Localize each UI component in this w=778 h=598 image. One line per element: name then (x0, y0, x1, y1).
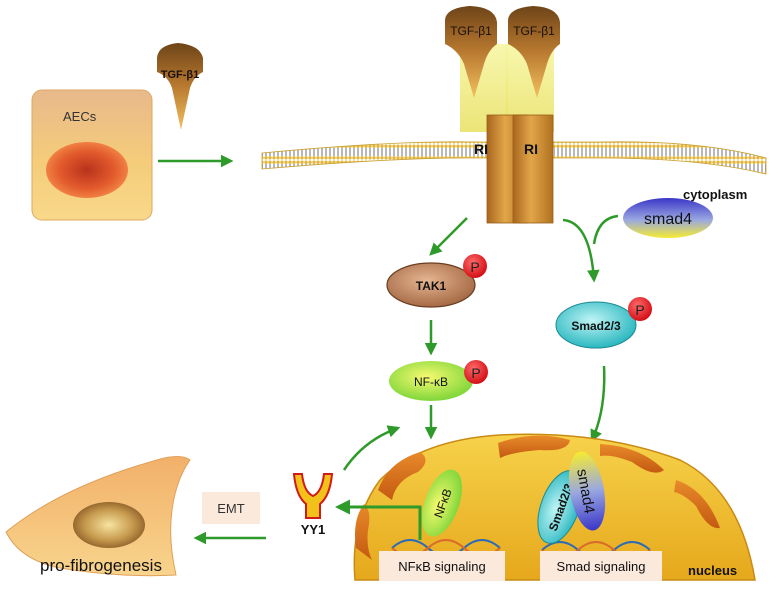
tak1-protein: TAK1 (386, 262, 476, 308)
aec-nucleus (46, 142, 128, 198)
arrow-smad4-branch (592, 214, 619, 245)
arrow-yy1-to-nfkb (342, 425, 401, 471)
phospho-tak1: P (463, 254, 487, 278)
nucleus-lobe-2 (498, 435, 570, 458)
tgf-receptor-complex: TGF-β1 TGF-β1 RI RI (444, 6, 560, 224)
smad23-protein: Smad2/3 (555, 301, 637, 349)
nucleus-lobe-3 (600, 444, 664, 473)
arrow-nfkb-to-yy1 (335, 499, 422, 540)
yy1-label: YY1 (301, 522, 326, 537)
nfkb-protein: NF-κB (389, 361, 473, 401)
pro-fibrogenesis-label: pro-fibrogenesis (40, 556, 162, 575)
nfkb-signaling-label: NFκB signaling (398, 559, 485, 574)
ri-left-label: RI (474, 141, 488, 157)
arrow-smad23-to-nucleus (590, 365, 606, 443)
aec-cell: AECs (31, 89, 153, 221)
tak1-label: TAK1 (416, 279, 447, 293)
fibroblast-cell: pro-fibrogenesis (5, 456, 191, 577)
smad-signaling-box: Smad signaling (540, 551, 662, 581)
fibroblast-nucleus (73, 502, 145, 548)
smad4-nuclear-protein: smad4 (568, 451, 606, 531)
nfkb-nuclear-protein: NFκB (422, 469, 462, 537)
nfkb-signaling-box: NFκB signaling (379, 551, 505, 581)
smad4-protein: smad4 (623, 198, 713, 238)
smad23-label: Smad2/3 (571, 319, 621, 333)
phospho-smad23-label: P (635, 302, 644, 318)
cytoplasm-label: cytoplasm (683, 187, 747, 202)
arrow-smad4-join (562, 218, 600, 283)
aecs-label: AECs (63, 109, 97, 124)
emt-box: EMT (202, 492, 260, 524)
bound-tgf-left-label: TGF-β1 (450, 24, 492, 38)
emt-label: EMT (217, 501, 245, 516)
nucleus-lobe-1 (378, 452, 426, 500)
phospho-tak1-label: P (470, 259, 479, 275)
ri-right-label: RI (524, 141, 538, 157)
tgf-beta1-ligand: TGF-β1 (157, 43, 203, 130)
tgf-beta1-ligand-label: TGF-β1 (161, 69, 200, 81)
phospho-nfkb: P (464, 360, 488, 384)
bound-tgf-right-label: TGF-β1 (513, 24, 555, 38)
nucleus-label: nucleus (688, 563, 737, 578)
arrow-receptor-to-tak1 (429, 217, 468, 256)
bound-tgf-left (444, 6, 497, 98)
phospho-nfkb-label: P (471, 365, 480, 381)
nucleus-lobe-4 (674, 480, 720, 529)
yy1-protein: YY1 (292, 473, 334, 537)
nucleus-lobe-5 (355, 504, 372, 560)
receptor-ri-right (512, 114, 554, 224)
bound-tgf-right (507, 6, 560, 98)
smad-signaling-label: Smad signaling (557, 559, 646, 574)
nfkb-label: NF-κB (414, 375, 448, 389)
smad4-label: smad4 (644, 211, 692, 228)
phospho-smad23: P (628, 297, 652, 321)
